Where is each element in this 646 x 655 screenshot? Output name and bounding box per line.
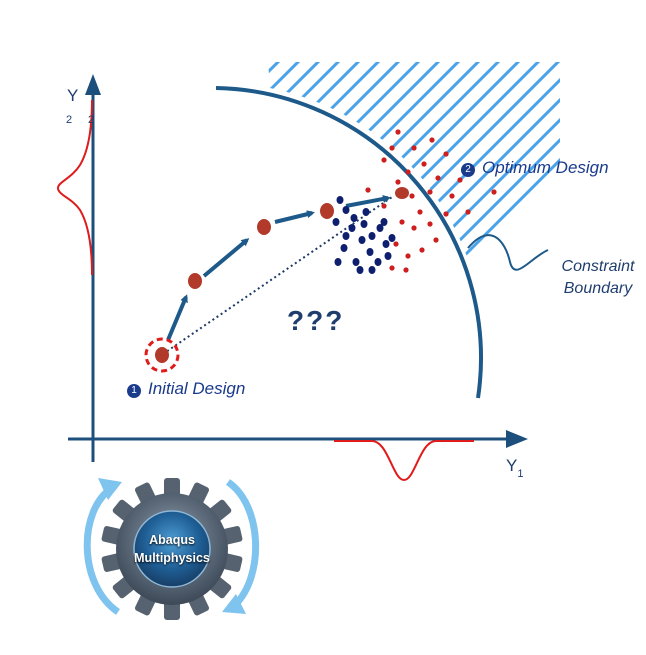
sample-point-feasible: [368, 232, 376, 240]
optimum-design-point: [395, 187, 409, 199]
sample-point-red: [465, 209, 471, 215]
sample-point-feasible: [366, 248, 374, 256]
constraint-boundary-curve: [215, 86, 483, 399]
optimum-step-badge: 2: [461, 163, 475, 177]
sample-point-feasible: [352, 258, 360, 266]
path-point: [320, 203, 334, 219]
optimum-design-label: 2 Optimum Design: [461, 158, 609, 178]
sample-point-red: [419, 247, 425, 253]
sample-point-feasible: [388, 234, 396, 242]
cycle-arrow-left: [83, 485, 121, 615]
initial-design-point: [155, 347, 169, 363]
sample-point-red: [405, 253, 411, 259]
x-axis-subscript: 1: [517, 468, 524, 480]
sample-point-red: [395, 179, 401, 185]
sample-point-feasible: [342, 206, 350, 214]
sample-point-red: [457, 177, 463, 183]
sample-point-feasible: [340, 244, 348, 252]
path-step-arrow: [202, 238, 250, 278]
sample-point-red: [395, 129, 401, 135]
sample-point-feasible: [358, 236, 366, 244]
path-step-arrow: [166, 294, 188, 341]
sample-point-red: [433, 237, 439, 243]
sample-point-red: [393, 241, 399, 247]
sample-point-feasible: [362, 208, 370, 216]
sample-point-red: [403, 267, 409, 273]
sample-point-red: [491, 189, 497, 195]
constraint-label-line1: Constraint: [561, 258, 635, 275]
path-step-arrow: [345, 195, 391, 208]
gear-label-line2: Multiphysics: [134, 551, 210, 565]
sample-point-feasible: [334, 258, 342, 266]
sample-point-feasible: [336, 196, 344, 204]
sample-point-feasible: [382, 240, 390, 248]
sample-point-red: [381, 203, 387, 209]
constraint-label-line2: Boundary: [563, 280, 633, 297]
question-marks: ???: [287, 305, 345, 336]
sample-point-red: [365, 187, 371, 193]
sample-point-feasible: [360, 220, 368, 228]
sample-point-red: [449, 193, 455, 199]
sample-point-red: [389, 145, 395, 151]
optimization-path: [166, 195, 391, 341]
y2-distribution-curve: [56, 99, 93, 276]
initial-design-ring: [144, 337, 180, 373]
gear-hub: [133, 510, 211, 588]
path-point: [188, 273, 202, 289]
sample-point-red: [417, 209, 423, 215]
sample-point-red: [429, 137, 435, 143]
cycle-arrow-right-head: [222, 594, 246, 614]
initial-design-text: Initial Design: [148, 379, 246, 398]
constraint-boundary-label: Constraint Boundary: [556, 256, 640, 300]
y-axis-arrow: [85, 74, 101, 95]
sample-point-red: [381, 157, 387, 163]
sample-point-feasible: [376, 224, 384, 232]
sample-point-red: [409, 193, 415, 199]
gear-label-line1: Abaqus: [149, 533, 195, 547]
sample-cloud-red: [365, 129, 497, 273]
sample-point-red: [405, 169, 411, 175]
initial-step-badge: 1: [127, 384, 141, 398]
y-axis-subscript-left: 2: [66, 114, 73, 126]
sample-point-feasible: [348, 224, 356, 232]
y-axis-subscript-right: 2: [88, 114, 95, 126]
sample-point-feasible: [342, 232, 350, 240]
sample-point-red: [427, 189, 433, 195]
cycle-arrow-left-head: [98, 478, 122, 500]
abaqus-gear-logo: [83, 478, 260, 620]
sample-point-feasible: [368, 266, 376, 274]
optimum-design-text: Optimum Design: [482, 158, 609, 177]
constraint-callout-line: [467, 234, 549, 271]
y1-distribution-curve: [334, 440, 474, 482]
sample-point-feasible: [350, 214, 358, 222]
sample-point-red: [389, 265, 395, 271]
sample-point-feasible: [380, 218, 388, 226]
sample-point-feasible: [374, 258, 382, 266]
initial-design-label: 1 Initial Design: [127, 379, 245, 399]
sample-point-feasible: [332, 218, 340, 226]
path-step-arrow: [274, 210, 315, 224]
x-axis-label: Y1: [506, 456, 524, 480]
gear-label: Abaqus Multiphysics: [122, 531, 222, 567]
sample-point-red: [443, 151, 449, 157]
direct-path-dotted: [162, 196, 393, 355]
sample-point-red: [427, 221, 433, 227]
sample-point-red: [443, 211, 449, 217]
sample-point-red: [411, 225, 417, 231]
feasible-sample-cloud: [332, 196, 396, 274]
x-axis-arrow: [506, 430, 528, 448]
path-point: [257, 219, 271, 235]
y-axis-label: Y: [67, 86, 79, 105]
sample-point-feasible: [356, 266, 364, 274]
path-points: [155, 187, 409, 363]
sample-point-red: [399, 219, 405, 225]
cycle-arrow-right: [225, 479, 260, 608]
sample-point-feasible: [384, 252, 392, 260]
sample-point-red: [421, 161, 427, 167]
infeasible-region-hatch: [268, 62, 560, 400]
sample-point-red: [435, 175, 441, 181]
sample-point-red: [411, 145, 417, 151]
